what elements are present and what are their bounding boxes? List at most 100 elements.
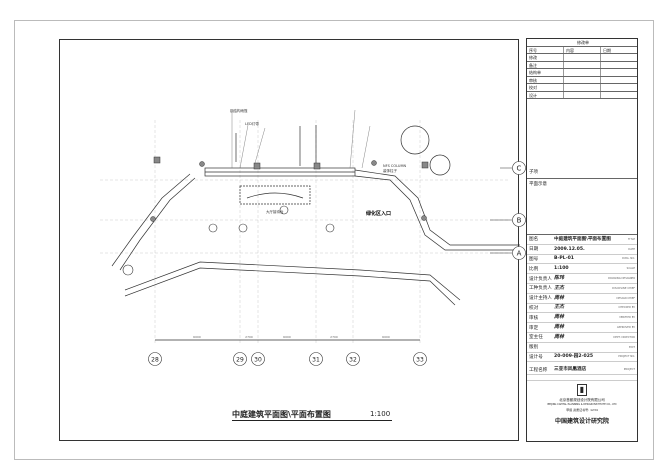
- footer-text: 中国建筑设计研究院: [554, 418, 609, 426]
- axis-row-c: C: [517, 165, 522, 173]
- axis-col-32: 32: [349, 357, 357, 364]
- field-key-en: PROJECT NO.: [618, 355, 635, 359]
- title-field: 比例 1:100 SCALE: [527, 264, 637, 275]
- field-key: 设计号: [529, 354, 543, 360]
- field-key-en: DISCIPLINE CHIEF: [612, 286, 635, 290]
- revision-col: 内容: [564, 46, 601, 53]
- field-value: 1:100: [554, 266, 569, 272]
- spacing: 6000: [382, 335, 390, 339]
- drawing-sheet: [14, 20, 654, 460]
- title-field: 室主任 周林 DEPT. DIRECTOR: [527, 333, 637, 343]
- plan-title: 中庭建筑平面图\平面布置图: [232, 409, 392, 421]
- field-key: 校对: [529, 305, 539, 311]
- company-name: 北京首都规划设计院有限公司: [559, 398, 605, 403]
- field-key: 审核: [529, 315, 539, 321]
- column-label: NFS COLUMN: [383, 164, 406, 168]
- field-key: 日期: [529, 247, 539, 253]
- field-value: 王杰: [554, 304, 565, 311]
- leader-label: 钢结构雨篷: [230, 108, 248, 113]
- field-key-en: VERIFIED BY: [619, 316, 635, 320]
- entrance-label: 绿化区入口: [366, 210, 391, 217]
- revision-row: 校对: [527, 84, 564, 91]
- axis-col-33: 33: [416, 357, 424, 364]
- field-value: 20-009-园2-025: [554, 354, 594, 360]
- field-key: 工程名称: [529, 367, 548, 373]
- field-key: 版别: [529, 345, 539, 351]
- revision-row: 审核: [527, 76, 564, 83]
- field-key: 工种负责人: [529, 286, 552, 292]
- title-field: 工程名称三亚市凤凰酒店 PROJECT: [527, 365, 637, 376]
- revision-col: 序号: [527, 46, 564, 53]
- title-field: 设计号 20-009-园2-025 PROJECT NO.: [527, 353, 637, 363]
- field-key-en: DRAWING DESIGNER: [608, 277, 635, 281]
- company-name-en: BEIJING CAPITAL PLANNING & DESIGN INSTIT…: [547, 403, 617, 407]
- revision-header: 修改单: [577, 40, 589, 45]
- field-value: 中庭建筑平面图\平面布置图: [554, 236, 611, 242]
- field-key-en: EDIT: [629, 345, 635, 349]
- column-axis-markers: 6000 2700 6000 2700 6000: [193, 335, 390, 339]
- field-value: 陈玮: [554, 274, 565, 281]
- spacing: 2700: [245, 335, 253, 339]
- revision-row: 设计: [527, 91, 564, 98]
- axis-row-a: A: [517, 250, 522, 258]
- field-value: 周林: [554, 323, 565, 330]
- planters: [122, 205, 335, 276]
- spacing: 6000: [193, 335, 201, 339]
- title-field: 版别 EDIT: [527, 343, 637, 353]
- field-key: 图名: [529, 237, 539, 243]
- field-key-en: PROJECT: [623, 368, 635, 372]
- field-key: 设计负责人: [529, 276, 552, 282]
- certificate: 甲级 资质证书号: 1234: [566, 408, 598, 413]
- revision-row: 备注: [527, 61, 564, 68]
- title-field: 图名 中庭建筑平面图\平面布置图 TITLE: [527, 235, 637, 245]
- company-logo: ▮: [577, 384, 587, 397]
- columns: [150, 156, 429, 222]
- field-key-en: DEPT. DIRECTOR: [613, 335, 635, 339]
- row-axis-markers: C B A: [490, 161, 526, 260]
- axis-col-31: 31: [312, 357, 320, 364]
- title-field: 设计负责人陈玮 DRAWING DESIGNER: [527, 274, 637, 284]
- spacing: 2700: [330, 335, 338, 339]
- field-key-en: CHECKED BY: [618, 306, 635, 310]
- field-value: 周林: [554, 294, 565, 301]
- field-key: 图号: [529, 256, 539, 262]
- title-field: 日期 2009.12.05. DATE: [527, 245, 637, 255]
- plan-scale: 1:100: [370, 410, 391, 418]
- revision-col: 日期: [603, 47, 611, 53]
- field-value: 2009.12.05.: [554, 246, 585, 252]
- led-label: LED灯带: [245, 121, 259, 126]
- field-key-en: DESIGN CHIEF: [616, 296, 635, 300]
- field-key-en: DATE: [628, 247, 635, 251]
- axis-row-b: B: [517, 217, 522, 225]
- axis-col-28: 28: [151, 357, 159, 364]
- company-block: ▮ 北京首都规划设计院有限公司 BEIJING CAPITAL PLANNING…: [527, 381, 637, 425]
- leader-lines: [231, 109, 371, 169]
- title-block: 修改单 序号 内容 日期 修改 备注 结构单 审核 校对 设计 子项 平面示意 …: [526, 38, 638, 442]
- field-value: 周林: [554, 314, 565, 321]
- drawing-frame: [59, 39, 519, 441]
- field-value: 周林: [554, 333, 565, 340]
- column-cn-label: 装饰柱子: [383, 168, 397, 173]
- field-value: 三亚市凤凰酒店: [554, 367, 587, 373]
- field-key-en: TITLE: [627, 237, 635, 241]
- field-key: 比例: [529, 266, 539, 272]
- sub-item-label: 子项: [529, 170, 538, 175]
- field-key-en: SCALE: [626, 267, 635, 271]
- reception-label: 大厅接待台: [266, 209, 284, 214]
- axis-col-30: 30: [254, 357, 262, 364]
- spacing: 6000: [283, 335, 291, 339]
- field-key-en: DWG. NO.: [622, 257, 635, 261]
- grid-lines: [100, 120, 510, 345]
- field-key: 室主任: [529, 335, 543, 341]
- field-key: 审定: [529, 325, 539, 331]
- title-field: 审核 周林 VERIFIED BY: [527, 313, 637, 324]
- title-field: 校对 王杰 CHECKED BY: [527, 304, 637, 314]
- revision-row: 结构单: [527, 69, 564, 76]
- field-key: 设计主持人: [529, 296, 552, 302]
- title-field: 设计主持人周林 DESIGN CHIEF: [527, 294, 637, 304]
